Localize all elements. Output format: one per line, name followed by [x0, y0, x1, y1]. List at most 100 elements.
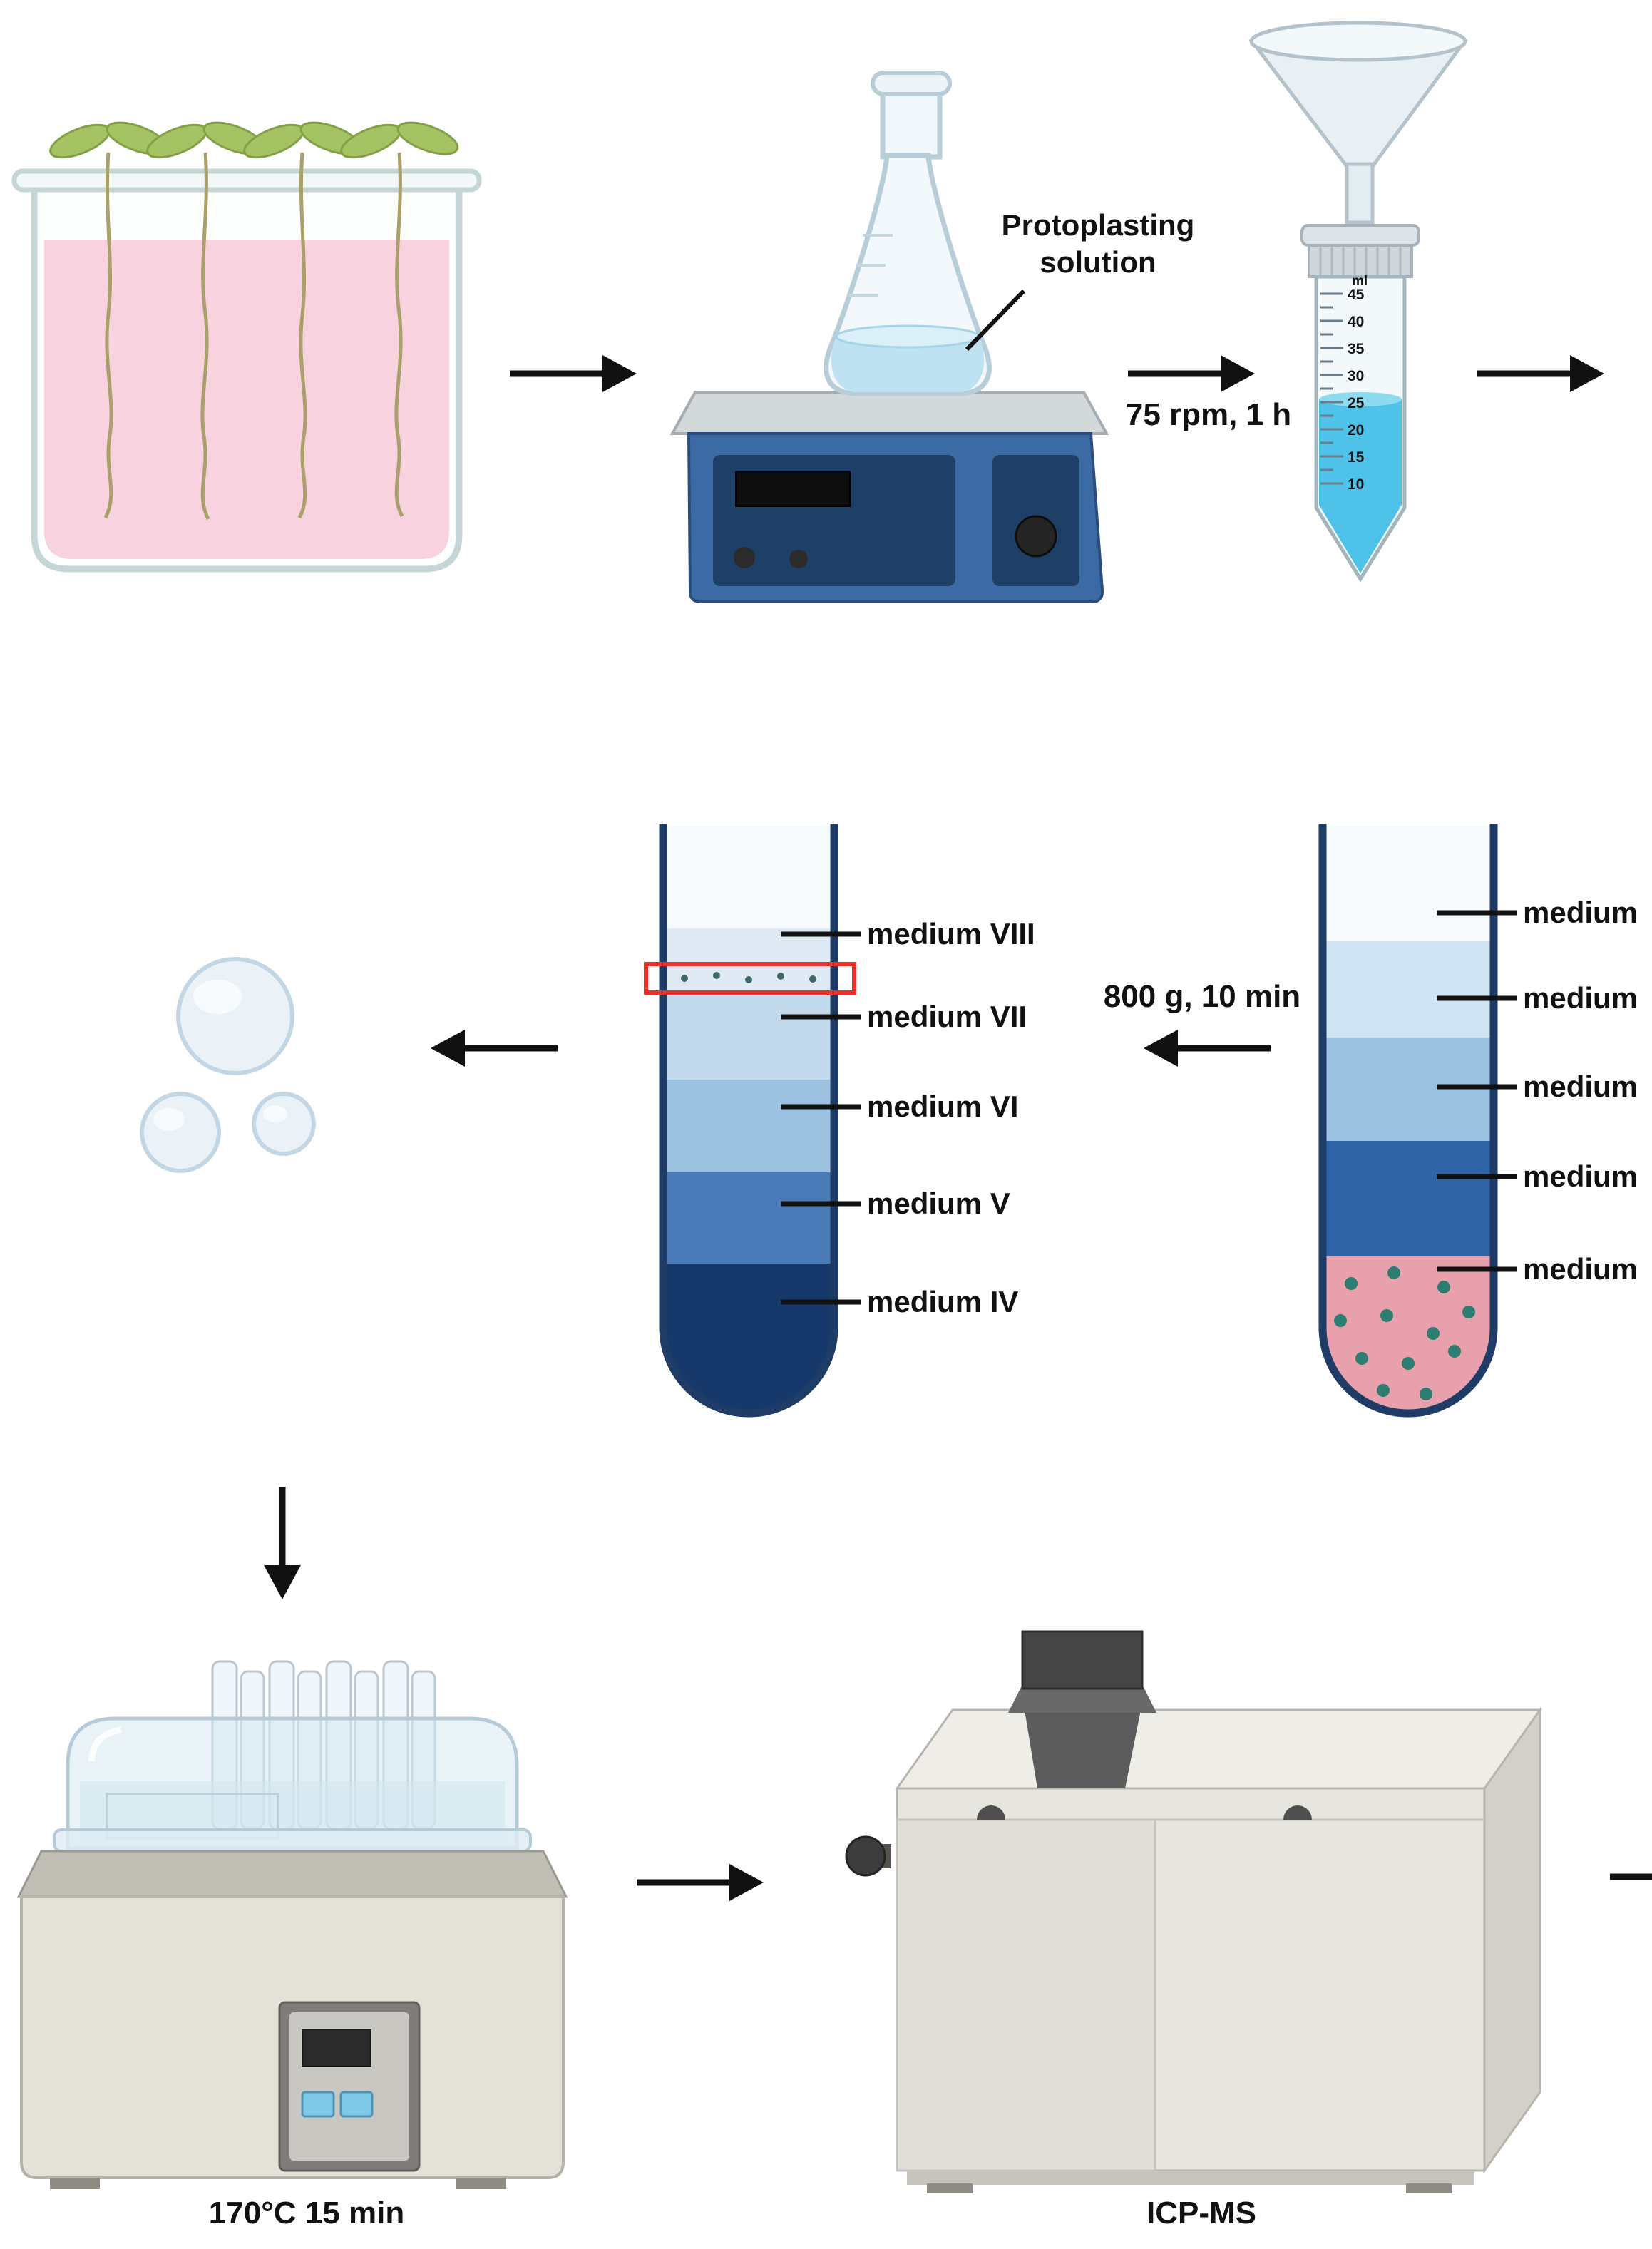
falcon-cap-ridge-lines [1319, 247, 1402, 275]
falcon-grad-35: 35 [1348, 341, 1365, 357]
falcon-unit-label: ml [1352, 274, 1368, 289]
arrow-right-2 [1128, 355, 1255, 392]
gradient-layer-vii [665, 995, 833, 1080]
bath-button-2 [339, 2091, 374, 2118]
gradient-layer-v [665, 1172, 833, 1264]
gradient-tube-label-lines [781, 931, 861, 1305]
stirrer-speed-knob [1015, 515, 1057, 558]
falcon-liquid [1319, 399, 1402, 573]
bath-temp-label: 170°C 15 min [209, 2196, 404, 2230]
arrow-right-3 [1477, 355, 1604, 392]
falcon-grad-40: 40 [1348, 314, 1364, 330]
falcon-grad-30: 30 [1348, 368, 1364, 384]
mixture-tube-label-lines [1437, 910, 1517, 1272]
flask-rim [871, 71, 952, 96]
protoplast-band-highlight-box [644, 962, 856, 995]
falcon-grad-25: 25 [1348, 395, 1365, 411]
protoplasting-solution-label-line2: solution [1040, 245, 1156, 279]
icpms-chimney [1021, 1630, 1144, 1690]
beaker-rim [11, 168, 482, 193]
gradient-tube-outline [659, 824, 838, 1418]
protoplasting-solution-label-line1: Protoplasting [1002, 208, 1195, 242]
stirrer-plate [669, 391, 1109, 435]
icpms-right-face [1483, 1706, 1541, 2174]
icpms-side-knob [845, 1835, 886, 1877]
gradient-layer-vi [665, 1080, 833, 1172]
protoplast-large-highlight [193, 980, 242, 1014]
mix-tube-label-5: medium [1523, 1252, 1638, 1286]
pink-growth-medium [44, 240, 449, 559]
flask-liquid-surface [835, 324, 980, 349]
gradient-label-medium-viii: medium VIII [867, 917, 1035, 951]
protoplast-large [176, 957, 294, 1075]
falcon-cap-ridges [1308, 244, 1413, 278]
stirrer-knob-small-2 [789, 550, 808, 568]
mix-layer-top [1324, 826, 1492, 941]
mix-tube-label-4: medium [1523, 1159, 1638, 1193]
magnetic-stirrer [669, 391, 1109, 603]
bath-foot-right [456, 2178, 506, 2189]
bath-foot-left [50, 2178, 100, 2189]
protoplast-medium-highlight [153, 1108, 185, 1131]
arrow-left-to-protoplasts [431, 1030, 558, 1067]
icpms-foot-left [927, 2183, 973, 2193]
erlenmeyer-flask [824, 71, 992, 396]
gradient-layer-iv [665, 1264, 833, 1412]
falcon-grad-10: 10 [1348, 476, 1364, 493]
falcon-cap-flange [1300, 224, 1420, 247]
bath-display [302, 2029, 371, 2067]
icpms-chimney-column [1025, 1710, 1141, 1788]
icpms-base [907, 2171, 1474, 2185]
mix-layer-light [1324, 941, 1492, 1038]
gradient-label-medium-iv: medium IV [867, 1285, 1018, 1318]
label-pointer-line [965, 289, 1026, 352]
seedling-roots [103, 152, 404, 521]
water-bath [16, 1660, 568, 2189]
icp-ms-instrument [845, 1630, 1542, 2193]
icpms-hinge-2 [1283, 1805, 1312, 1820]
mix-tube-label-1: medium [1523, 896, 1638, 929]
gradient-label-medium-vi: medium VI [867, 1090, 1018, 1123]
gradient-label-medium-v: medium V [867, 1187, 1010, 1220]
seedling-leaves [49, 121, 459, 159]
icpms-chimney-base [1008, 1687, 1156, 1713]
icpms-hinge-1 [977, 1805, 1005, 1820]
icpms-foot-right [1406, 2183, 1452, 2193]
icpms-label: ICP-MS [1146, 2196, 1256, 2230]
protoplast-band-dots [681, 972, 816, 983]
centrifuge-label: 800 g, 10 min [1104, 979, 1300, 1014]
lid-highlight [88, 1726, 122, 1762]
stirrer-knob-small-1 [734, 547, 755, 568]
funnel-stem [1345, 162, 1375, 225]
arrow-down [264, 1487, 301, 1599]
bath-transparent-lid [66, 1716, 519, 1850]
falcon-graduation-ticks [1320, 292, 1343, 485]
arrow-right-4 [637, 1864, 764, 1901]
falcon-grad-45: 45 [1348, 287, 1365, 303]
arrow-right-1 [510, 355, 637, 392]
gradient-tube: medium VIII medium VII medium VI medium … [644, 824, 1035, 1418]
lid-flange [53, 1828, 532, 1853]
icpms-top-face [895, 1708, 1542, 1790]
bath-top-plate [16, 1850, 568, 1898]
mix-tube-label-2: medium [1523, 981, 1638, 1015]
protoplast-small-highlight [263, 1105, 287, 1122]
icpms-left-panel [896, 1818, 1156, 2172]
seedling-beaker [11, 121, 482, 573]
funnel-mouth [1249, 21, 1467, 62]
protoplast-pellet-dots [1334, 1266, 1475, 1400]
flask-graduation-marks [848, 234, 893, 297]
bath-button-1 [301, 2091, 335, 2118]
isolated-protoplasts [140, 957, 316, 1173]
protoplast-medium [140, 1092, 221, 1173]
mixture-tube: medium medium medium medium medium [1318, 824, 1638, 1418]
mixture-tube-outline [1318, 824, 1498, 1418]
funnel [1248, 21, 1468, 225]
gradient-layer-top [665, 826, 833, 928]
stirrer-display [735, 471, 851, 507]
falcon-grad-20: 20 [1348, 422, 1364, 439]
arrow-left-centrifuge [1144, 1030, 1271, 1067]
protoplast-small [252, 1092, 316, 1156]
